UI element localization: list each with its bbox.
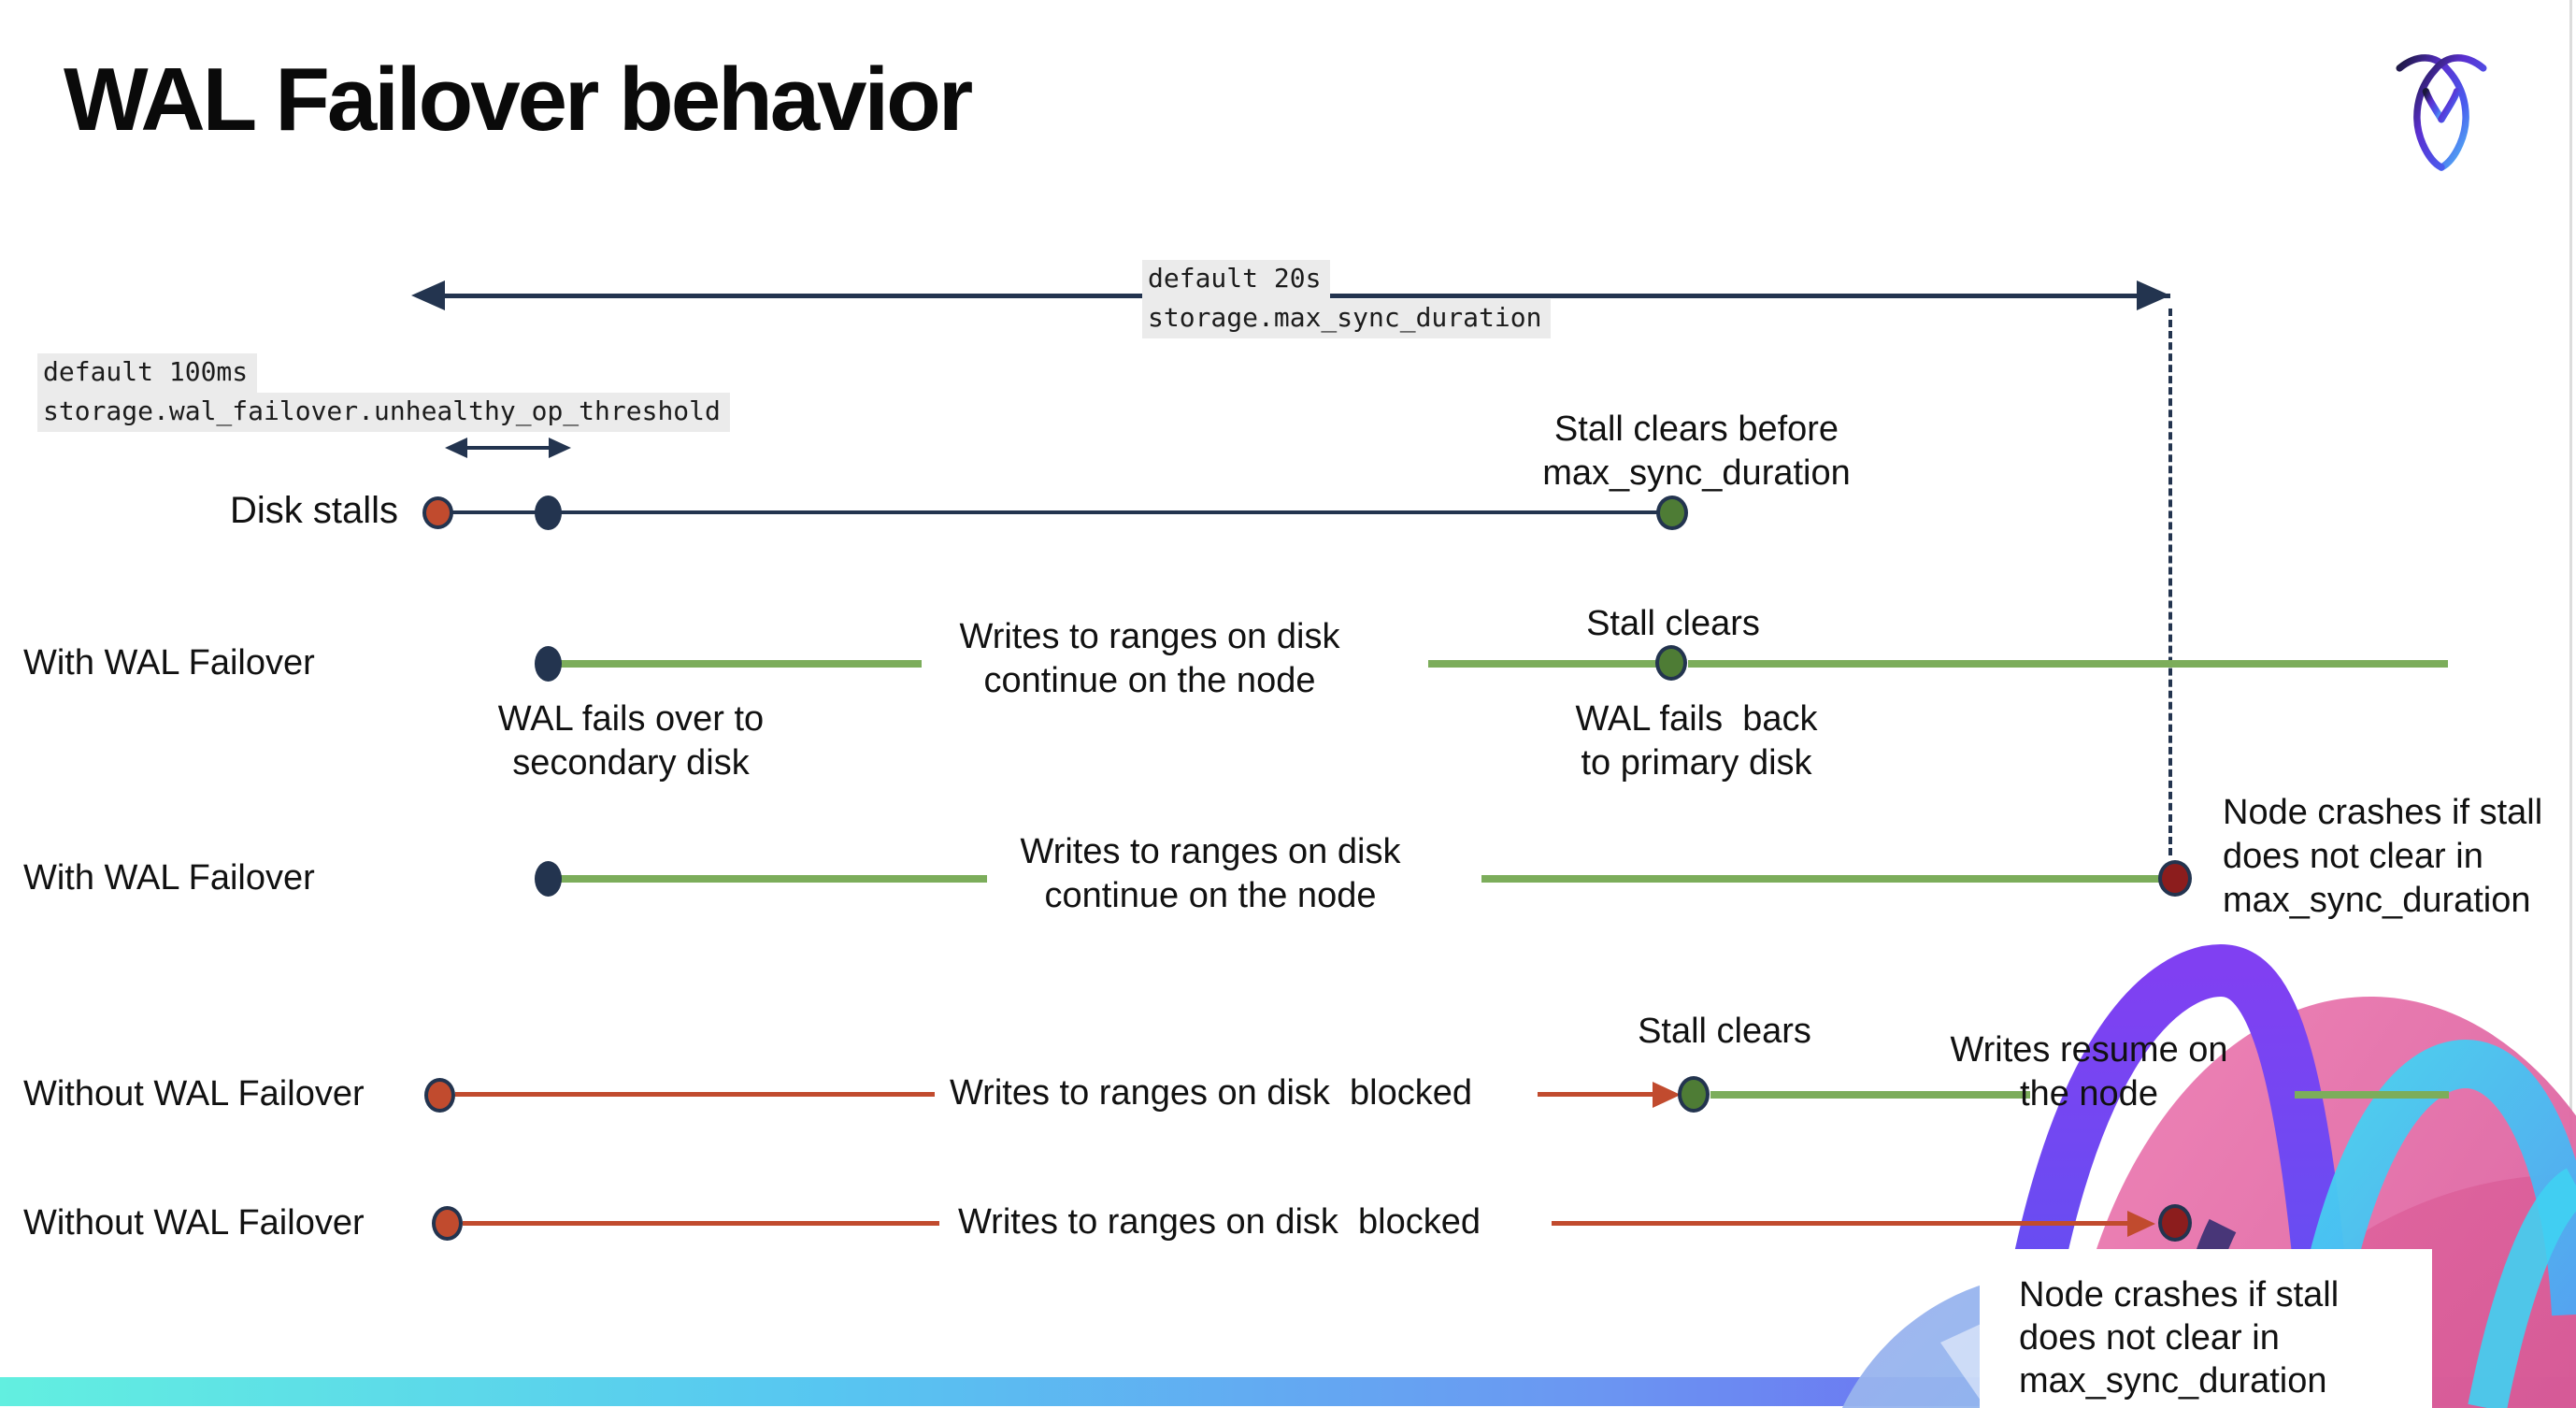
stall-start-dot xyxy=(424,1078,455,1113)
annotation-writes-resume: Writes resume on the node xyxy=(1950,1030,2228,1113)
writes-blocked-line xyxy=(1552,1221,2136,1226)
row-label-disk-stalls: Disk stalls xyxy=(230,490,399,531)
row-label-with-wal-failover-1: With WAL Failover xyxy=(23,643,315,682)
writes-continue-line xyxy=(1481,875,2160,883)
annotation-stall-clears-bottom: Stall clears xyxy=(1638,1012,1811,1051)
stall-clears-dot xyxy=(1656,496,1688,530)
max-sync-deadline-dashed-line xyxy=(2168,309,2172,855)
max-sync-default-value: default 20s xyxy=(1142,260,1331,299)
node-crash-callout: Node crashes if stall does not clear in … xyxy=(1980,1249,2432,1408)
writes-resume-line xyxy=(2295,1091,2449,1099)
max-sync-duration-label: default 20s storage.max_sync_duration xyxy=(1142,260,1552,338)
node-crash-dot xyxy=(2158,860,2192,897)
annotation-wal-fails-over: WAL fails over to secondary disk xyxy=(497,699,765,783)
stall-start-dot xyxy=(422,496,453,529)
writes-blocked-line xyxy=(1538,1092,1661,1097)
writes-continue-line xyxy=(561,660,922,668)
cockroachdb-logo-icon xyxy=(2396,54,2487,171)
threshold-reached-dot xyxy=(535,496,562,530)
writes-blocked-line xyxy=(455,1092,935,1097)
annotation-writes-blocked-1: Writes to ranges on disk blocked xyxy=(950,1073,1473,1113)
annotation-writes-continue-1: Writes to ranges on disk continue on the… xyxy=(959,617,1340,700)
writes-resume-line xyxy=(1710,1091,2030,1099)
writes-continue-line xyxy=(561,875,987,883)
max-sync-setting-name: storage.max_sync_duration xyxy=(1142,299,1552,338)
annotation-writes-continue-2: Writes to ranges on disk continue on the… xyxy=(1020,832,1401,915)
threshold-setting-name: storage.wal_failover.unhealthy_op_thresh… xyxy=(37,393,730,432)
row-label-with-wal-failover-2: With WAL Failover xyxy=(23,858,315,898)
threshold-default-value: default 100ms xyxy=(37,353,258,393)
arrow-right-head-icon xyxy=(2137,280,2170,310)
node-crash-dot xyxy=(2158,1204,2192,1242)
row-label-without-wal-failover-2: Without WAL Failover xyxy=(23,1203,365,1243)
stall-clears-dot xyxy=(1655,645,1687,681)
slide-edge-divider xyxy=(2569,0,2572,1408)
unhealthy-op-threshold-label: default 100ms storage.wal_failover.unhea… xyxy=(37,353,730,432)
stall-start-dot xyxy=(432,1206,463,1241)
writes-blocked-line xyxy=(463,1221,939,1226)
failover-dot xyxy=(535,646,562,682)
annotation-stall-clears-before: Stall clears before max_sync_duration xyxy=(1542,409,1851,493)
writes-continue-line xyxy=(1428,660,1658,668)
annotation-node-crashes-bottom: Node crashes if stall does not clear in … xyxy=(2019,1275,2340,1401)
small-arrow-left-head-icon xyxy=(445,438,467,458)
red-arrow-head-icon xyxy=(2127,1211,2155,1237)
annotation-wal-fails-back: WAL fails back to primary disk xyxy=(1575,699,1818,783)
annotation-node-crashes-mid: Node crashes if stall does not clear in … xyxy=(2223,793,2543,920)
red-arrow-head-icon xyxy=(1653,1082,1681,1108)
threshold-span-line xyxy=(460,446,556,450)
disk-stall-timeline-line xyxy=(439,510,1671,514)
stall-clears-dot xyxy=(1678,1076,1710,1113)
arrow-left-head-icon xyxy=(411,280,445,310)
failover-dot xyxy=(535,861,562,897)
annotation-stall-clears-top: Stall clears xyxy=(1586,604,1760,643)
page-title: WAL Failover behavior xyxy=(64,50,973,150)
writes-continue-line xyxy=(1688,660,2448,668)
annotation-writes-blocked-2: Writes to ranges on disk blocked xyxy=(958,1202,1481,1242)
row-label-without-wal-failover-1: Without WAL Failover xyxy=(23,1074,365,1113)
small-arrow-right-head-icon xyxy=(549,438,571,458)
